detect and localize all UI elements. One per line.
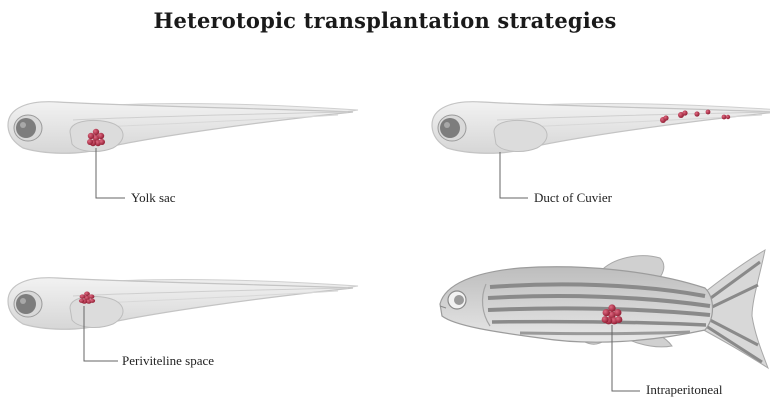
larva-yolk-sac [8, 102, 358, 154]
larva-periviteline-space [8, 278, 358, 330]
leader-line-duct-of-cuvier [500, 152, 528, 198]
larva-duct-of-cuvier [432, 102, 770, 154]
leader-line-yolk-sac [96, 148, 125, 198]
label-intraperitoneal: Intraperitoneal [646, 382, 723, 398]
label-yolk-sac: Yolk sac [131, 190, 176, 206]
label-duct-of-cuvier: Duct of Cuvier [534, 190, 612, 206]
label-periviteline-space: Periviteline space [122, 353, 214, 369]
adult-zebrafish [440, 250, 768, 368]
